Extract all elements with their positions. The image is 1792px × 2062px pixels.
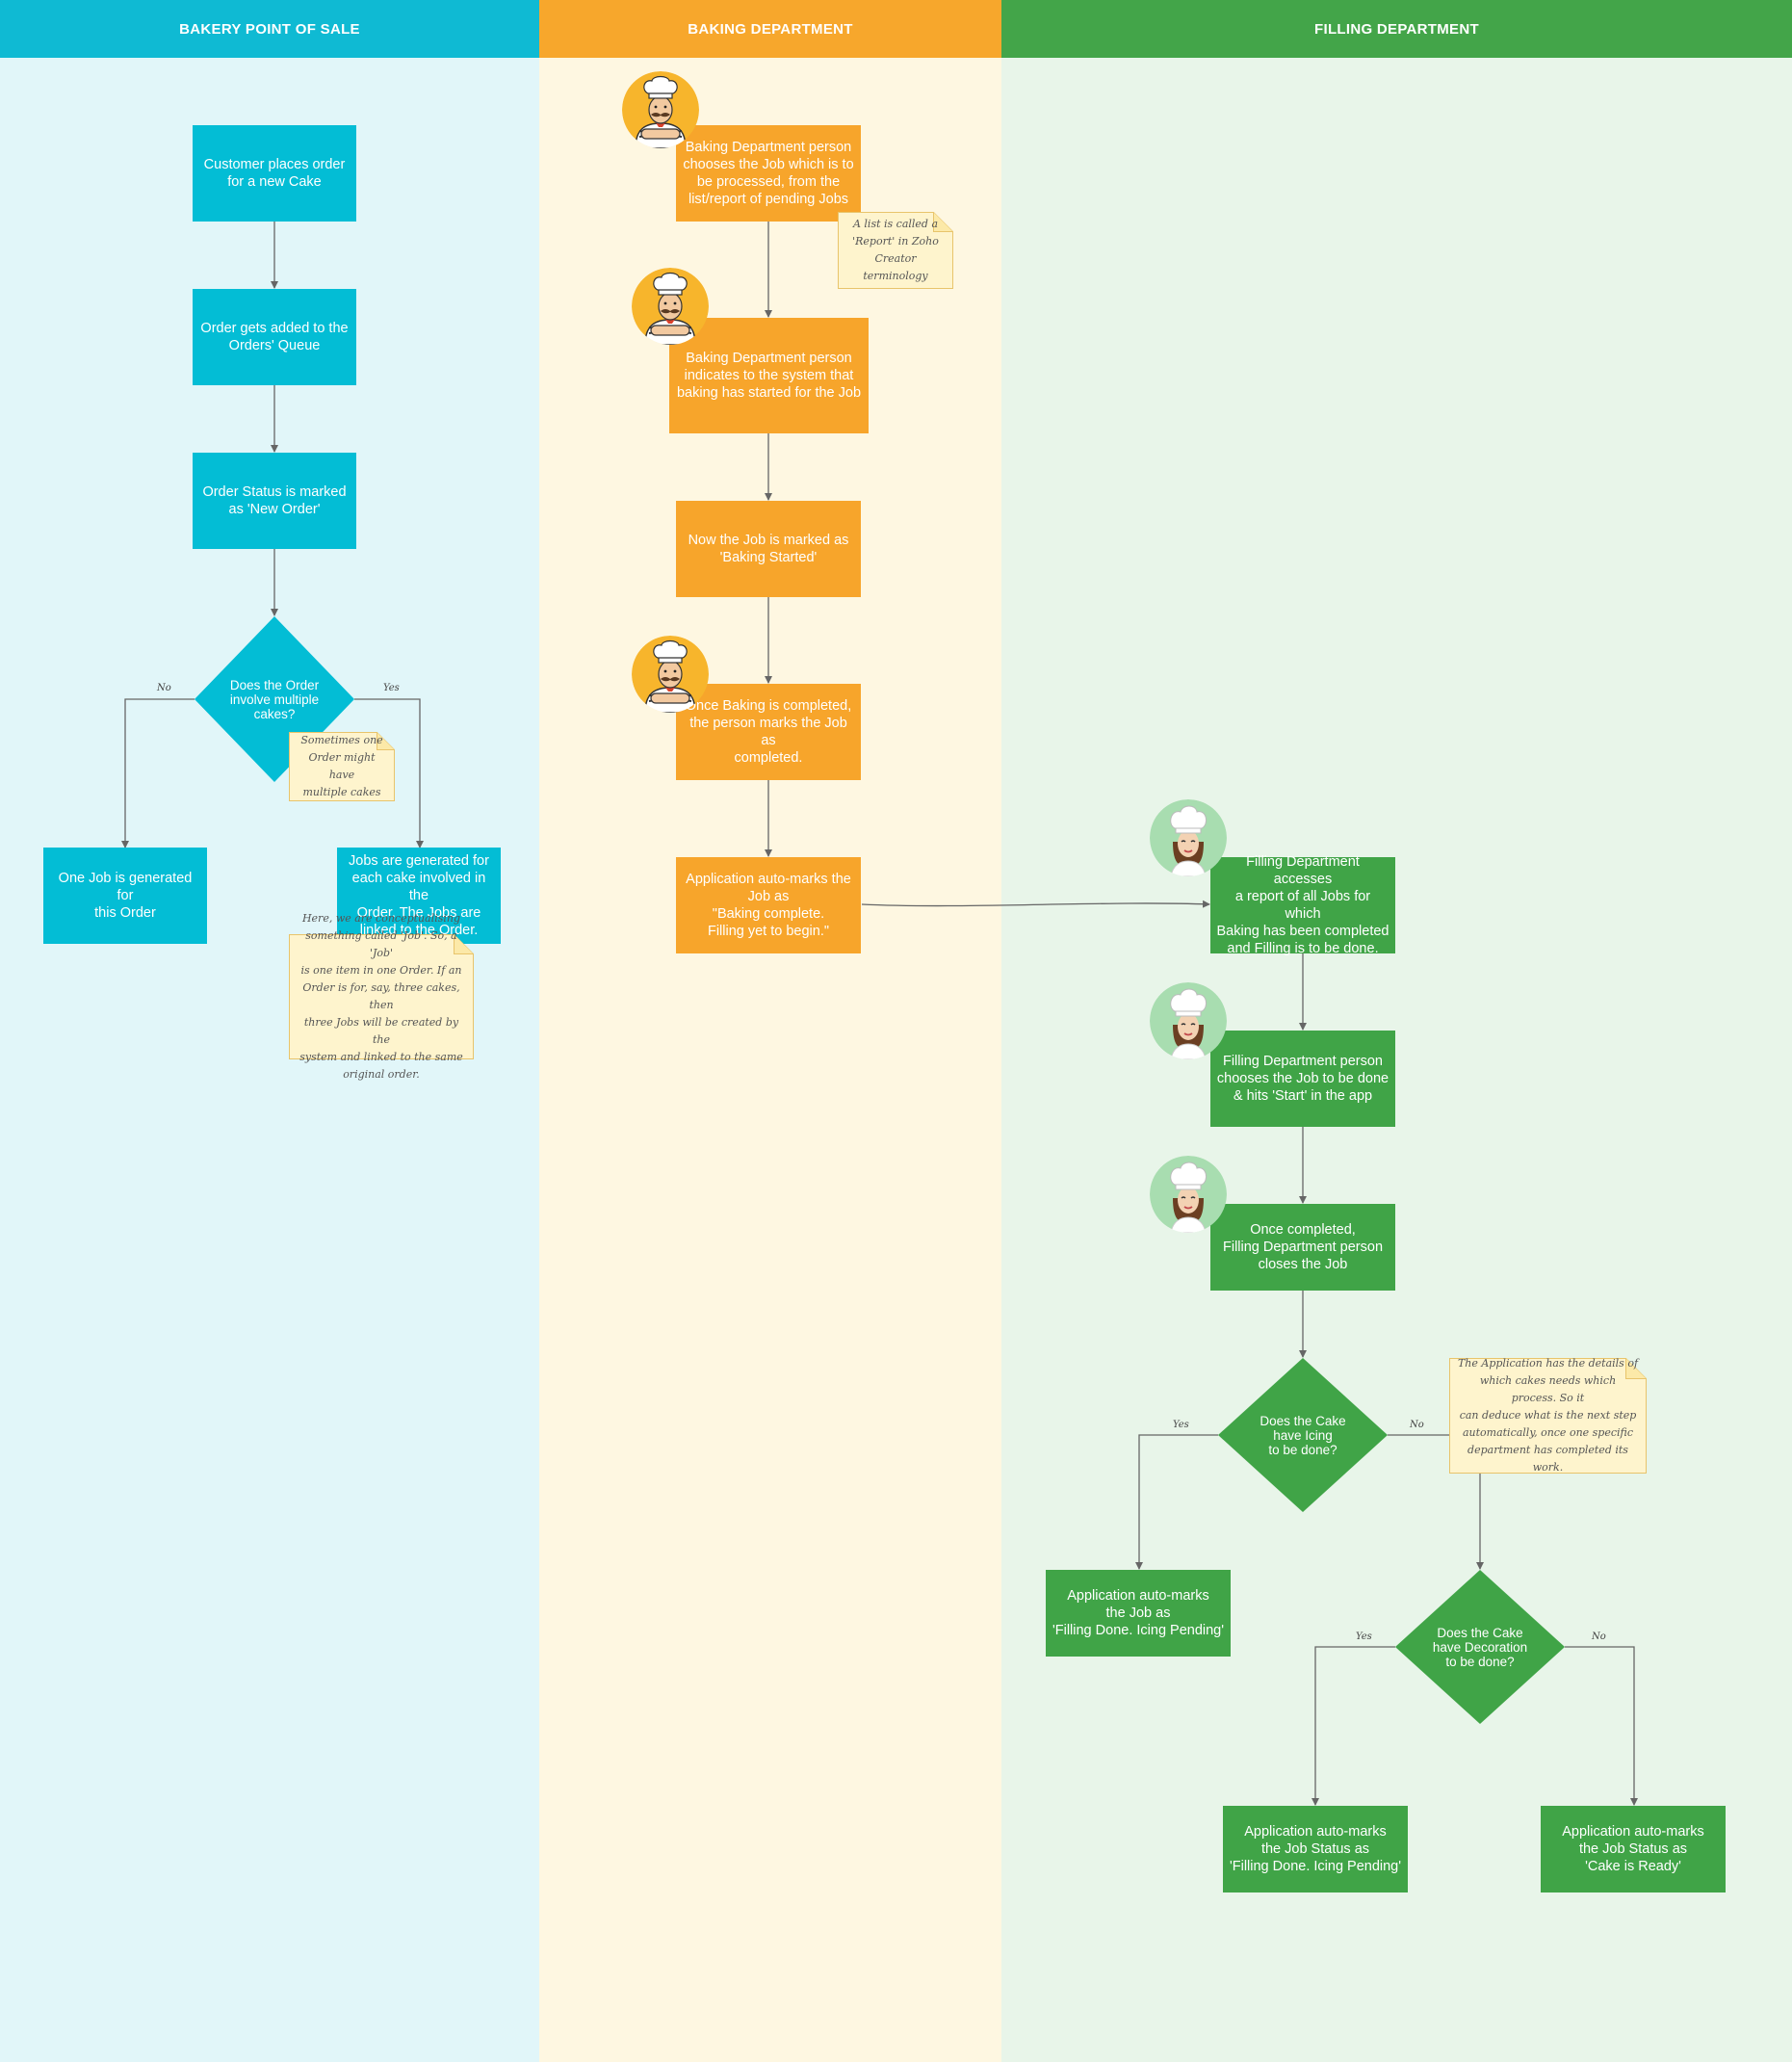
process-fill-choose-start[interactable]: Filling Department person chooses the Jo…: [1210, 1031, 1395, 1127]
edge-label-icing-yes: Yes: [1173, 1420, 1189, 1430]
decision-decoration[interactable]: Does the Cake have Decoration to be done…: [1395, 1570, 1565, 1724]
edge-icing-yes: [1135, 1434, 1218, 1570]
note-report-terminology-text: A list is called a 'Report' in Zoho Crea…: [852, 218, 939, 282]
process-bake-indicate-started[interactable]: Baking Department person indicates to th…: [669, 318, 869, 433]
edge-deco-yes: [1312, 1646, 1395, 1806]
edge-deco-no: [1565, 1646, 1638, 1806]
process-fill-close-job[interactable]: Once completed, Filling Department perso…: [1210, 1204, 1395, 1291]
process-bake-marked-started[interactable]: Now the Job is marked as 'Baking Started…: [676, 501, 861, 597]
process-icing-yes-result[interactable]: Application auto-marks the Job as 'Filli…: [1046, 1570, 1231, 1657]
process-decoration-yes-result[interactable]: Application auto-marks the Job Status as…: [1223, 1806, 1408, 1892]
male-chef-icon: [632, 268, 709, 345]
note-report-terminology: A list is called a 'Report' in Zoho Crea…: [838, 212, 953, 289]
note-job-concept-text: Here, we are conceptualising something c…: [299, 912, 463, 1081]
female-chef-icon: [1150, 982, 1227, 1059]
decision-icing[interactable]: Does the Cake have Icing to be done?: [1218, 1358, 1388, 1512]
note-application-details: The Application has the details of which…: [1449, 1357, 1647, 1474]
edge-label-multi-no: No: [157, 683, 171, 693]
female-chef-icon: [1150, 1156, 1227, 1233]
process-bake-choose-job[interactable]: Baking Department person chooses the Job…: [676, 125, 861, 222]
edge-label-deco-yes: Yes: [1356, 1631, 1372, 1642]
lane-filling-department: FILLING DEPARTMENT: [1001, 0, 1792, 2062]
process-one-job-generated[interactable]: One Job is generated for this Order: [43, 848, 207, 944]
process-customer-places-order[interactable]: Customer places order for a new Cake: [193, 125, 356, 222]
process-bake-completed[interactable]: Once Baking is completed, the person mar…: [676, 684, 861, 780]
decision-decoration-label: Does the Cake have Decoration to be done…: [1432, 1625, 1528, 1669]
process-decoration-no-result[interactable]: Application auto-marks the Job Status as…: [1541, 1806, 1726, 1892]
edge-decision-yes: [354, 698, 424, 848]
note-multiple-cakes-text: Sometimes one Order might have multiple …: [300, 734, 383, 798]
decision-icing-label: Does the Cake have Icing to be done?: [1260, 1413, 1346, 1457]
note-multiple-cakes: Sometimes one Order might have multiple …: [289, 732, 395, 801]
process-bake-auto-marked[interactable]: Application auto-marks the Job as "Bakin…: [676, 857, 861, 953]
female-chef-icon: [1150, 799, 1227, 876]
male-chef-icon: [622, 71, 699, 148]
edge-label-icing-no: No: [1410, 1420, 1424, 1430]
lane-header-filling: FILLING DEPARTMENT: [1001, 0, 1792, 58]
process-fill-access-report[interactable]: Filling Department accesses a report of …: [1210, 854, 1395, 956]
process-order-status-new[interactable]: Order Status is marked as 'New Order': [193, 453, 356, 549]
decision-multiple-cakes-label: Does the Order involve multiple cakes?: [229, 677, 320, 721]
process-order-added-to-queue[interactable]: Order gets added to the Orders' Queue: [193, 289, 356, 385]
edge-label-multi-yes: Yes: [383, 683, 400, 693]
male-chef-icon: [632, 636, 709, 713]
lane-header-baking: BAKING DEPARTMENT: [539, 0, 1001, 58]
note-job-concept: Here, we are conceptualising something c…: [289, 912, 474, 1081]
edge-label-deco-no: No: [1592, 1631, 1606, 1642]
lane-header-pos: BAKERY POINT OF SALE: [0, 0, 539, 58]
process-jobs-generated-each-cake[interactable]: Jobs are generated for each cake involve…: [337, 848, 501, 944]
note-application-details-text: The Application has the details of which…: [1457, 1357, 1639, 1474]
edge-decision-no: [121, 698, 195, 848]
edge-bake-auto-to-fill-access: [861, 900, 1210, 908]
